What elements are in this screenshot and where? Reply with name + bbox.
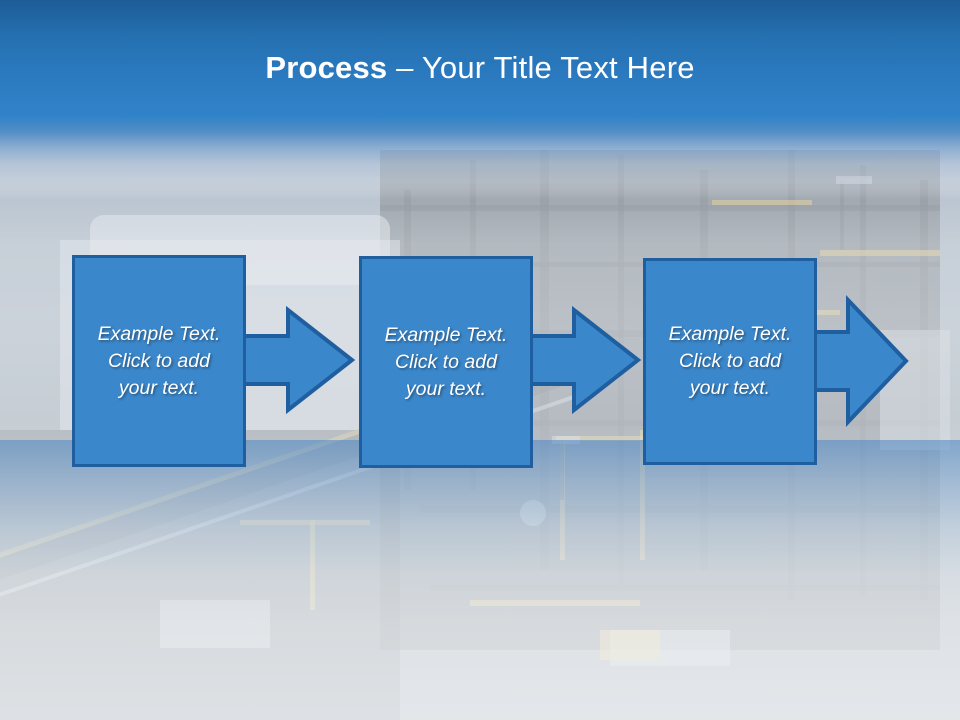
process-step-2-line-3: your text. — [405, 377, 487, 400]
process-step-3-line-2: Click to add — [679, 350, 781, 372]
slide-header-band — [0, 0, 960, 200]
process-arrow-3[interactable] — [806, 292, 910, 432]
page-title-rest: – Your Title Text Here — [387, 50, 695, 85]
page-title-strong: Process — [265, 50, 388, 85]
process-step-3-line-1: Example Text. — [668, 323, 792, 345]
process-step-text-2: Example Text. Click to add your text. — [377, 322, 516, 403]
page-title: Process – Your Title Text Here — [0, 48, 960, 88]
process-step-2-line-2: Click to add — [395, 350, 497, 373]
process-arrow-2[interactable] — [522, 300, 642, 420]
process-step-1-line-3: your text. — [118, 376, 200, 399]
process-step-1-line-2: Click to add — [108, 349, 210, 372]
photo-blue-veil — [0, 440, 960, 620]
process-step-text-1: Example Text. Click to add your text. — [90, 321, 229, 402]
process-step-box-3[interactable]: Example Text. Click to add your text. — [643, 258, 817, 465]
process-step-2-line-1: Example Text. — [384, 323, 508, 346]
process-step-3-line-3: your text. — [689, 377, 771, 399]
process-step-1-line-1: Example Text. — [97, 322, 221, 345]
process-step-text-3: Example Text. Click to add your text. — [661, 321, 800, 402]
process-arrow-1[interactable] — [236, 300, 356, 420]
process-step-box-1[interactable]: Example Text. Click to add your text. — [72, 255, 246, 467]
process-step-box-2[interactable]: Example Text. Click to add your text. — [359, 256, 533, 468]
